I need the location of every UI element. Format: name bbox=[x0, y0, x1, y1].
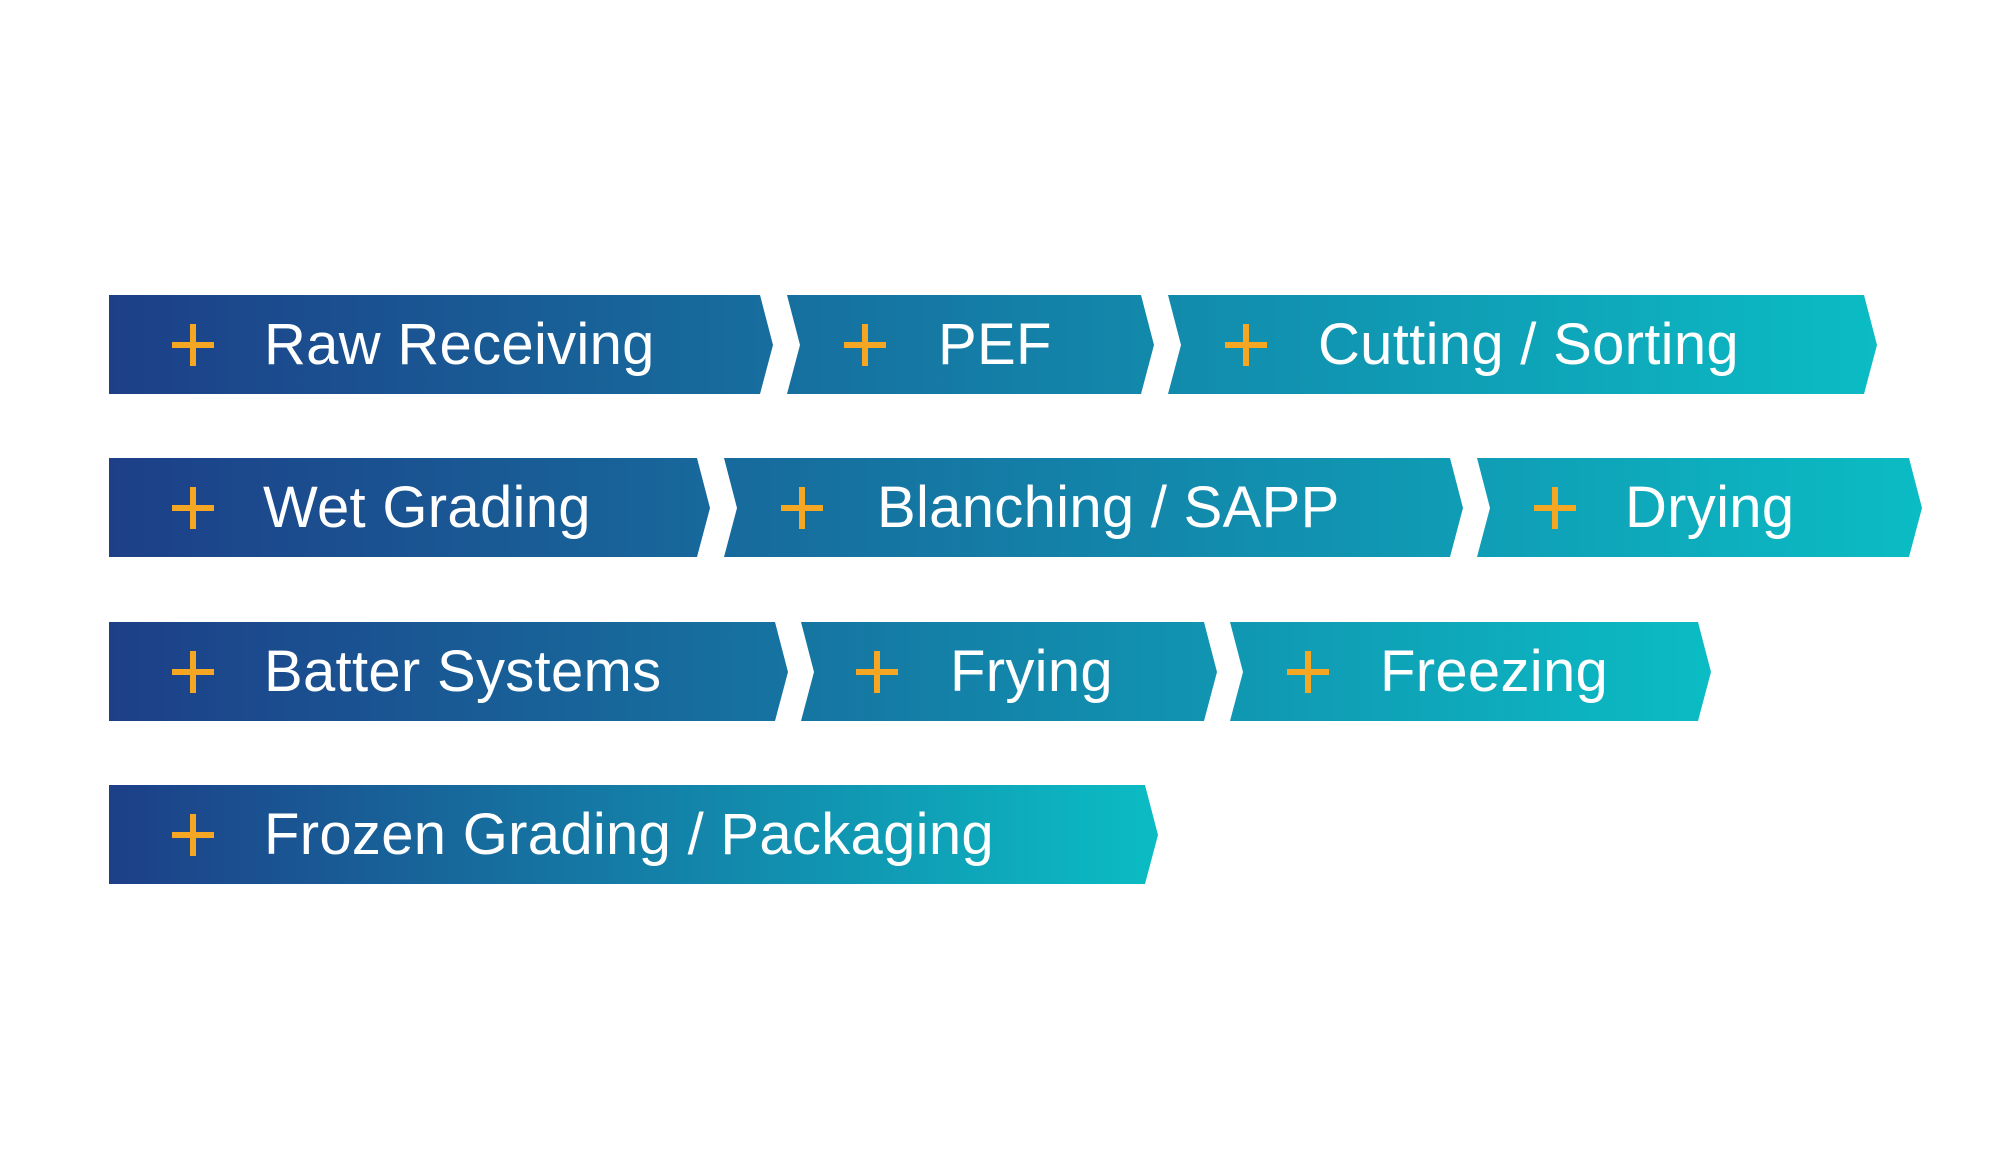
step-freezing: Freezing bbox=[1230, 622, 1711, 721]
chevron-drying bbox=[1477, 458, 1922, 557]
chevron-batter-systems bbox=[109, 622, 788, 721]
step-label: Frozen Grading / Packaging bbox=[264, 802, 994, 867]
step-label: Raw Receiving bbox=[264, 312, 655, 377]
step-label: Frying bbox=[950, 639, 1113, 704]
plus-icon bbox=[844, 324, 886, 366]
plus-icon bbox=[172, 487, 214, 529]
step-label: PEF bbox=[938, 312, 1052, 377]
step-label: Wet Grading bbox=[263, 475, 591, 540]
row-2-chevrons bbox=[109, 458, 1922, 557]
row-1-chevrons bbox=[109, 295, 1877, 394]
process-row-1: Raw Receiving PEF Cutting / Sorting bbox=[109, 295, 1877, 394]
plus-icon bbox=[1225, 324, 1267, 366]
step-raw-receiving: Raw Receiving bbox=[109, 295, 773, 394]
chevron-blanching-sapp bbox=[724, 458, 1463, 557]
step-label: Cutting / Sorting bbox=[1318, 312, 1739, 377]
step-frozen-grading-packaging: Frozen Grading / Packaging bbox=[109, 785, 1158, 884]
step-drying: Drying bbox=[1477, 458, 1922, 557]
chevron-frying bbox=[801, 622, 1217, 721]
step-cutting-sorting: Cutting / Sorting bbox=[1168, 295, 1877, 394]
step-batter-systems: Batter Systems bbox=[109, 622, 788, 721]
step-blanching-sapp: Blanching / SAPP bbox=[724, 458, 1463, 557]
process-row-4: Frozen Grading / Packaging bbox=[109, 785, 1158, 884]
chevron-cutting-sorting bbox=[1168, 295, 1877, 394]
plus-icon bbox=[1534, 487, 1576, 529]
plus-icon bbox=[172, 814, 214, 856]
process-row-2: Wet Grading Blanching / SAPP Drying bbox=[109, 458, 1922, 557]
plus-icon bbox=[172, 324, 214, 366]
step-pef: PEF bbox=[787, 295, 1154, 394]
row-3-chevrons bbox=[109, 622, 1711, 721]
step-label: Batter Systems bbox=[264, 639, 662, 704]
chevron-wet-grading bbox=[109, 458, 710, 557]
step-label: Drying bbox=[1625, 475, 1795, 540]
plus-icon bbox=[781, 487, 823, 529]
plus-icon bbox=[172, 651, 214, 693]
step-label: Blanching / SAPP bbox=[877, 475, 1340, 540]
row-4-chevrons bbox=[109, 785, 1158, 884]
plus-icon bbox=[856, 651, 898, 693]
chevron-freezing bbox=[1230, 622, 1711, 721]
step-frying: Frying bbox=[801, 622, 1217, 721]
plus-icon bbox=[1287, 651, 1329, 693]
step-wet-grading: Wet Grading bbox=[109, 458, 710, 557]
chevron-raw-receiving bbox=[109, 295, 773, 394]
chevron-pef bbox=[787, 295, 1154, 394]
step-label: Freezing bbox=[1380, 639, 1609, 704]
chevron-frozen-grading-packaging bbox=[109, 785, 1158, 884]
process-row-3: Batter Systems Frying Freezing bbox=[109, 622, 1711, 721]
